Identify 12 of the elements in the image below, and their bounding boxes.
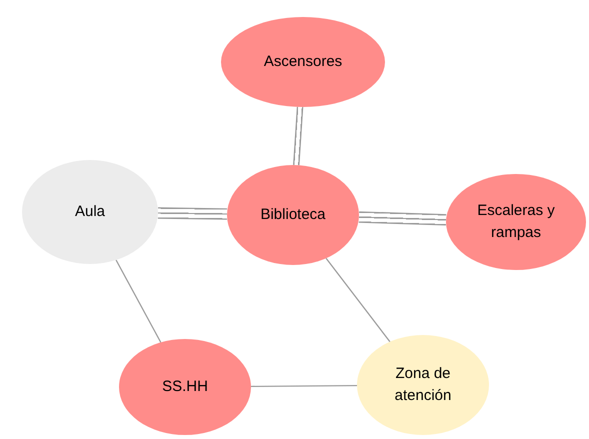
connector-line [116, 260, 162, 343]
multi-line-connector [158, 207, 228, 220]
node-label: Biblioteca [260, 205, 326, 225]
connector-line [326, 258, 390, 342]
node-label: Aula [74, 202, 106, 222]
node-label: Zona de atención [394, 364, 452, 406]
node-label: Ascensores [264, 52, 342, 72]
node-label: SS.HH [162, 377, 208, 397]
node-label: Escaleras y rampas [476, 201, 556, 243]
multi-line-connector [358, 211, 446, 226]
connector-line [251, 384, 357, 388]
multi-line-connector [293, 106, 304, 166]
